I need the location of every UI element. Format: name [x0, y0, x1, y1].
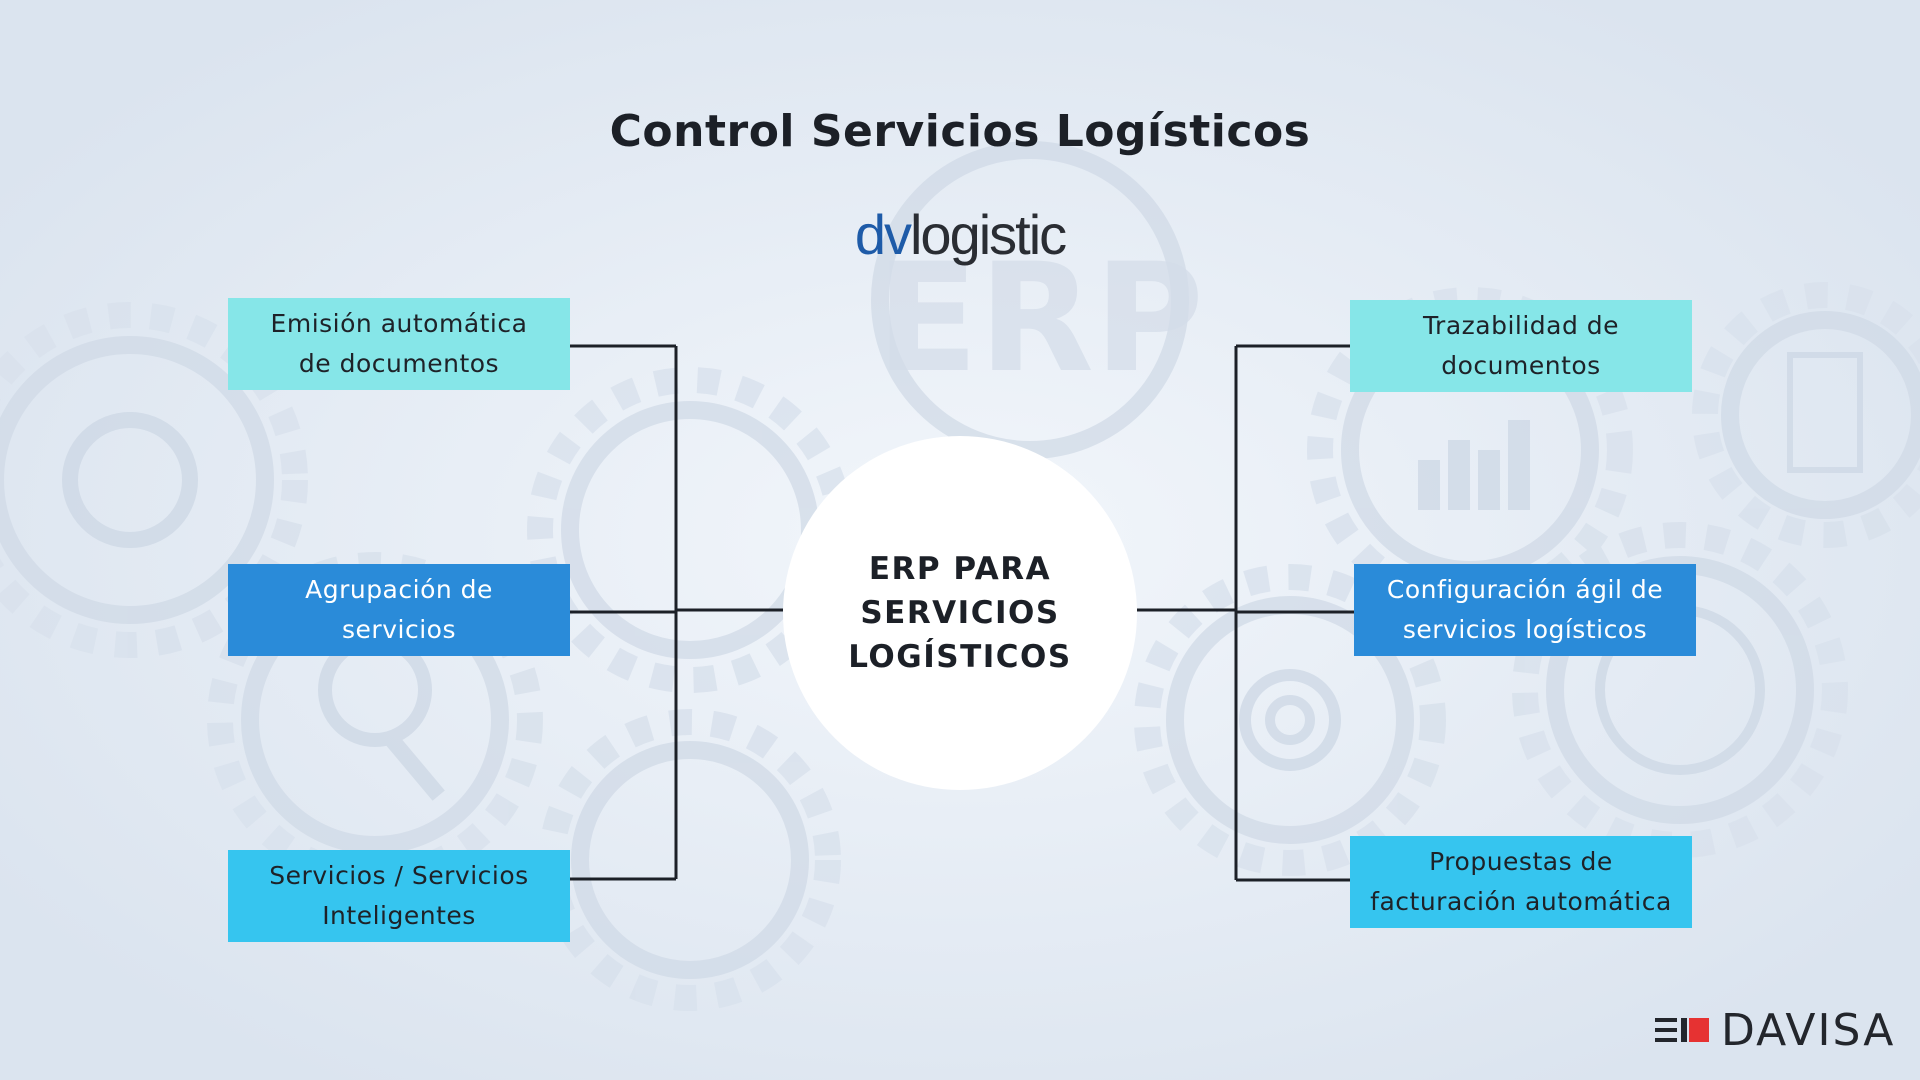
node-label-line1: Trazabilidad de	[1422, 311, 1620, 340]
node-configuracion-agil: Configuración ágil de servicios logístic…	[1354, 564, 1696, 656]
davisa-logo-text: DAVISA	[1721, 1005, 1896, 1056]
node-label-line2: Inteligentes	[322, 901, 476, 930]
page-title: Control Servicios Logísticos	[609, 106, 1311, 157]
node-label-line2: servicios logísticos	[1402, 615, 1648, 644]
node-emision-automatica: Emisión automática de documentos	[228, 298, 570, 390]
background-watermark: ERP	[876, 232, 1204, 406]
davisa-logo: DAVISA	[1655, 1006, 1893, 1056]
node-label-line1: Emisión automática	[270, 309, 528, 338]
center-label-line1: ERP PARA	[868, 551, 1052, 587]
center-node: ERP PARA SERVICIOS LOGÍSTICOS	[783, 436, 1137, 790]
center-label-line3: LOGÍSTICOS	[848, 639, 1072, 675]
node-agrupacion-servicios: Agrupación de servicios	[228, 564, 570, 656]
node-label-line2: facturación automática	[1370, 887, 1672, 916]
center-label-line2: SERVICIOS	[860, 595, 1060, 631]
node-label-line2: servicios	[342, 615, 456, 644]
node-label-line1: Agrupación de	[305, 575, 493, 604]
node-servicios-inteligentes: Servicios / Servicios Inteligentes	[228, 850, 570, 942]
node-label-line2: de documentos	[298, 349, 500, 378]
node-label-line1: Propuestas de	[1429, 847, 1613, 876]
node-label-line1: Servicios / Servicios	[269, 861, 529, 890]
node-trazabilidad-documentos: Trazabilidad de documentos	[1350, 300, 1692, 392]
dvlogistic-logo: dvlogistic	[0, 203, 1920, 267]
node-propuestas-facturacion: Propuestas de facturación automática	[1350, 836, 1692, 928]
node-label-line1: Configuración ágil de	[1386, 575, 1664, 604]
davisa-logo-icon	[1655, 1018, 1709, 1042]
dvlogistic-logo-logistic: logistic	[909, 203, 1067, 266]
node-label-line2: documentos	[1441, 351, 1601, 380]
dvlogistic-logo-dv: dv	[854, 203, 912, 266]
